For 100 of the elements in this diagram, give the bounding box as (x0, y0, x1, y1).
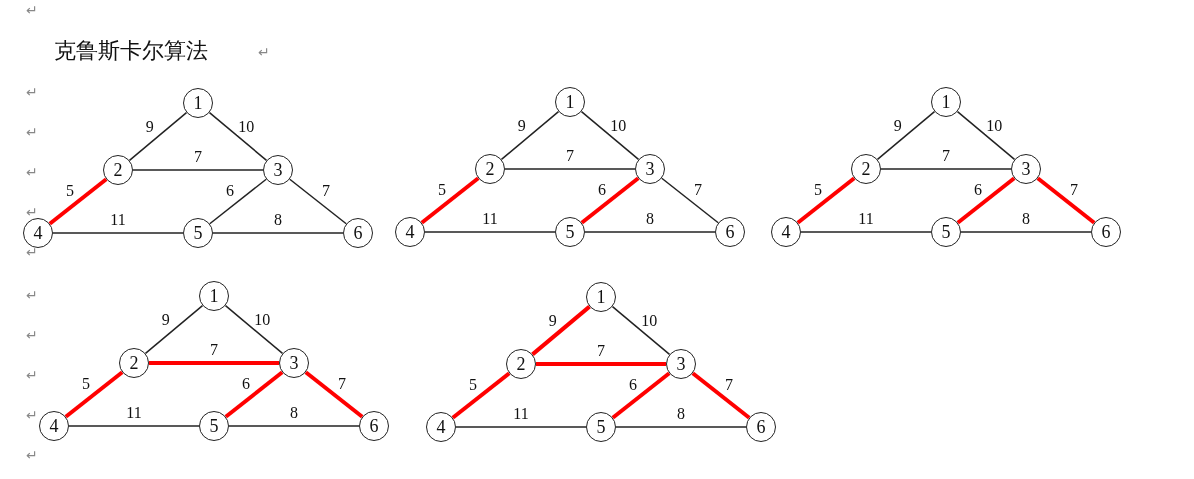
paragraph-mark: ↵ (26, 2, 38, 18)
paragraph-mark: ↵ (26, 204, 38, 220)
vertex-circle: 4 (39, 411, 69, 441)
graph-edge (289, 178, 347, 225)
edge-weight: 8 (645, 211, 655, 227)
edge-weight: 7 (193, 149, 203, 165)
graph-edge (956, 176, 1016, 225)
edge-weight: 11 (512, 406, 530, 422)
paragraph-mark: ↵ (26, 287, 38, 303)
vertex-circle: 6 (359, 411, 389, 441)
edge-weight: 9 (144, 118, 155, 135)
edge-weight: 10 (237, 118, 256, 135)
graph-edge (611, 305, 671, 356)
graph-edge (691, 371, 751, 420)
vertex-circle: 1 (586, 282, 616, 312)
graph-edge (208, 111, 268, 162)
graph-edge (68, 425, 200, 427)
graph-edge (661, 177, 719, 224)
edge-weight: 10 (609, 117, 628, 134)
paragraph-mark: ↵ (26, 367, 38, 383)
paragraph-mark: ↵ (258, 44, 270, 60)
graph-edge (880, 168, 1012, 170)
graph-edge (228, 425, 360, 427)
edge-weight: 11 (857, 211, 875, 227)
paragraph-mark: ↵ (26, 84, 38, 100)
vertex-circle: 1 (183, 88, 213, 118)
graph-edge (580, 176, 640, 225)
graph-edge (451, 371, 511, 420)
vertex-circle: 4 (395, 217, 425, 247)
edge-weight: 9 (516, 117, 527, 134)
graph-edge (420, 176, 480, 225)
edge-weight: 9 (160, 311, 171, 328)
paragraph-mark: ↵ (26, 447, 38, 463)
graph-edge (584, 231, 716, 233)
vertex-circle: 4 (771, 217, 801, 247)
edge-weight: 10 (985, 117, 1004, 134)
graph-edge (531, 305, 591, 356)
graph-edge (1036, 176, 1096, 225)
paragraph-mark: ↵ (26, 124, 38, 140)
vertex-circle: 6 (1091, 217, 1121, 247)
edge-weight: 7 (209, 342, 219, 358)
edge-weight: 9 (547, 312, 558, 329)
graph-edge (960, 231, 1092, 233)
vertex-circle: 1 (199, 281, 229, 311)
vertex-circle: 5 (199, 411, 229, 441)
vertex-circle: 4 (426, 412, 456, 442)
edge-weight: 8 (676, 406, 686, 422)
graph-edge (800, 231, 932, 233)
graph-edge (796, 176, 856, 225)
paragraph-mark: ↵ (26, 164, 38, 180)
vertex-circle: 3 (635, 154, 665, 184)
vertex-circle: 2 (103, 155, 133, 185)
graph-edge (64, 370, 124, 419)
edge-weight: 8 (273, 212, 283, 228)
graph-edge (212, 232, 344, 234)
graph-edge (424, 231, 556, 233)
vertex-circle: 6 (715, 217, 745, 247)
edge-weight: 7 (565, 148, 575, 164)
edge-weight: 9 (892, 117, 903, 134)
edge-weight: 11 (109, 212, 127, 228)
graph-edge (304, 370, 364, 419)
graph-edge (956, 110, 1016, 161)
vertex-circle: 5 (586, 412, 616, 442)
title: 克鲁斯卡尔算法 (54, 37, 208, 65)
vertex-circle: 6 (746, 412, 776, 442)
vertex-circle: 2 (475, 154, 505, 184)
vertex-circle: 5 (183, 218, 213, 248)
graph-edge (611, 371, 671, 420)
graph-edge (209, 178, 267, 225)
vertex-circle: 2 (119, 348, 149, 378)
vertex-circle: 6 (343, 218, 373, 248)
edge-weight: 10 (640, 312, 659, 329)
edge-weight: 10 (253, 311, 272, 328)
edge-weight: 11 (481, 211, 499, 227)
graph-edge (876, 110, 936, 161)
vertex-circle: 1 (555, 87, 585, 117)
graph-edge (144, 304, 204, 355)
graph-edge (536, 362, 666, 366)
vertex-circle: 2 (851, 154, 881, 184)
graph-edge (149, 361, 279, 365)
vertex-circle: 1 (931, 87, 961, 117)
paragraph-mark: ↵ (26, 407, 38, 423)
edge-weight: 8 (289, 405, 299, 421)
graph-edge (615, 426, 747, 428)
graph-edge (500, 110, 560, 161)
graph-edge (128, 111, 188, 162)
graph-edge (455, 426, 587, 428)
vertex-circle: 4 (23, 218, 53, 248)
graph-edge (224, 370, 284, 419)
vertex-circle: 2 (506, 349, 536, 379)
graph-edge (580, 110, 640, 161)
vertex-circle: 5 (555, 217, 585, 247)
graph-edge (48, 177, 108, 226)
edge-weight: 7 (596, 343, 606, 359)
vertex-circle: 3 (666, 349, 696, 379)
vertex-circle: 3 (263, 155, 293, 185)
graph-edge (504, 168, 636, 170)
vertex-circle: 3 (279, 348, 309, 378)
edge-weight: 11 (125, 405, 143, 421)
graph-edge (52, 232, 184, 234)
